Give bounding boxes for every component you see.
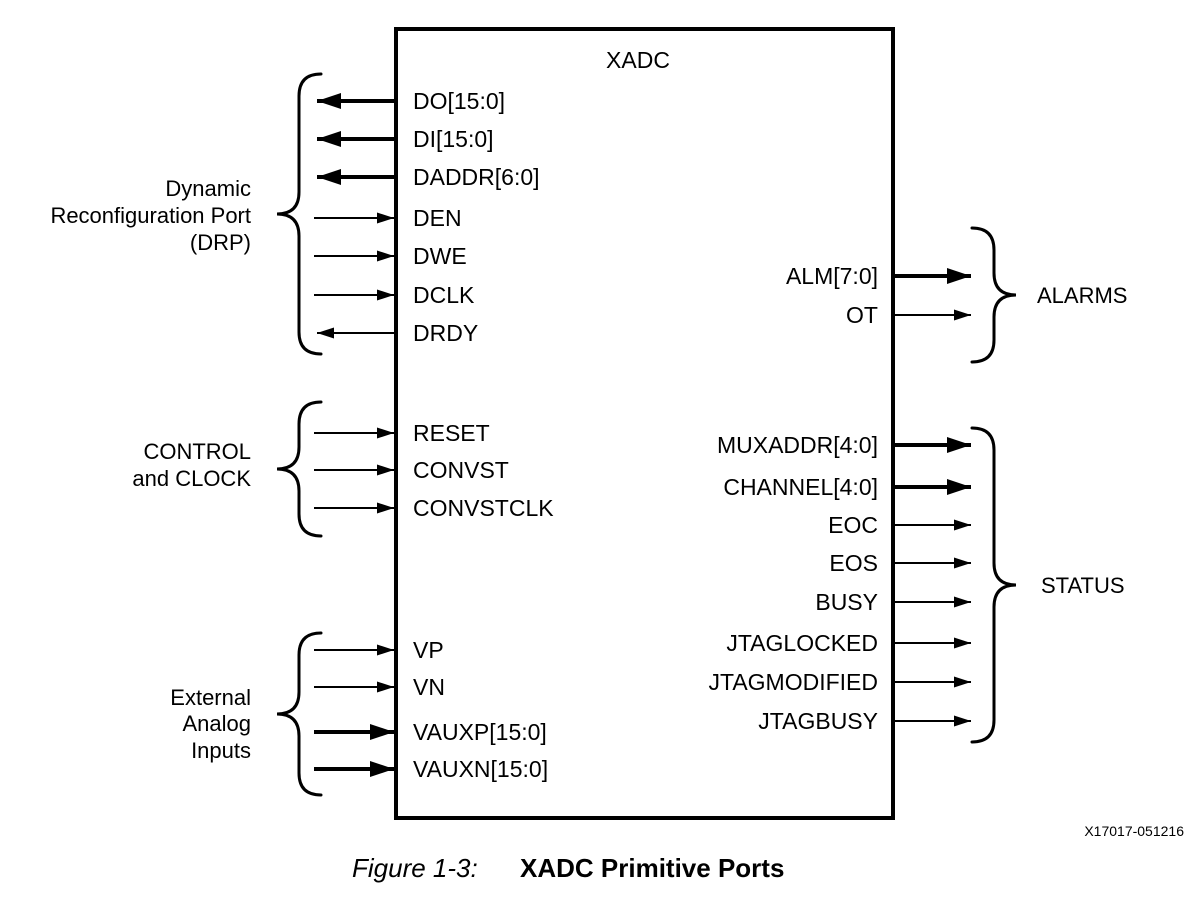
block-title: XADC bbox=[606, 47, 670, 73]
control-clock-group: CONTROL and CLOCK RESET CONVST CONVSTCLK bbox=[132, 400, 554, 538]
port-label-ot: OT bbox=[846, 302, 878, 328]
external-analog-group: External Analog Inputs VP VN VAUXP[15:0]… bbox=[170, 631, 548, 797]
drp-label-line2: Reconfiguration Port bbox=[50, 203, 251, 228]
port-label-vauxn: VAUXN[15:0] bbox=[413, 756, 548, 782]
port-label-vn: VN bbox=[413, 674, 445, 700]
doc-number: X17017-051216 bbox=[1084, 823, 1184, 839]
port-label-di: DI[15:0] bbox=[413, 126, 494, 152]
status-brace bbox=[970, 426, 1017, 744]
figure-caption: Figure 1-3: XADC Primitive Ports bbox=[352, 853, 784, 883]
port-label-busy: BUSY bbox=[815, 589, 878, 615]
port-label-jtagmodified: JTAGMODIFIED bbox=[708, 669, 878, 695]
alarms-brace bbox=[970, 226, 1017, 364]
port-label-dclk: DCLK bbox=[413, 282, 475, 308]
drp-label-line3: (DRP) bbox=[190, 230, 251, 255]
alarms-label: ALARMS bbox=[1037, 283, 1127, 308]
port-label-daddr: DADDR[6:0] bbox=[413, 164, 540, 190]
analog-label-line2: Analog bbox=[182, 711, 251, 736]
port-label-dwe: DWE bbox=[413, 243, 467, 269]
status-group: STATUS MUXADDR[4:0] CHANNEL[4:0] EOC EOS… bbox=[708, 426, 1125, 744]
port-label-vauxp: VAUXP[15:0] bbox=[413, 719, 547, 745]
analog-label-line3: Inputs bbox=[191, 738, 251, 763]
port-label-eoc: EOC bbox=[828, 512, 878, 538]
external-analog-brace bbox=[276, 631, 323, 797]
port-label-drdy: DRDY bbox=[413, 320, 478, 346]
port-label-den: DEN bbox=[413, 205, 462, 231]
port-label-reset: RESET bbox=[413, 420, 490, 446]
port-label-muxaddr: MUXADDR[4:0] bbox=[717, 432, 878, 458]
port-label-convst: CONVST bbox=[413, 457, 509, 483]
control-clock-brace bbox=[276, 400, 323, 538]
port-label-alm: ALM[7:0] bbox=[786, 263, 878, 289]
xadc-block-outline bbox=[394, 27, 895, 820]
drp-brace bbox=[276, 72, 323, 356]
port-label-do: DO[15:0] bbox=[413, 88, 505, 114]
drp-label-line1: Dynamic bbox=[165, 176, 251, 201]
figure-caption-title: XADC Primitive Ports bbox=[520, 853, 784, 883]
figure-caption-label: Figure 1-3: bbox=[352, 853, 478, 883]
port-label-jtagbusy: JTAGBUSY bbox=[758, 708, 878, 734]
port-label-eos: EOS bbox=[829, 550, 878, 576]
port-label-convstclk: CONVSTCLK bbox=[413, 495, 554, 521]
alarms-group: ALARMS ALM[7:0] OT bbox=[786, 226, 1127, 364]
control-label-line2: and CLOCK bbox=[132, 466, 251, 491]
port-label-channel: CHANNEL[4:0] bbox=[723, 474, 878, 500]
drp-group: Dynamic Reconfiguration Port (DRP) DO[15… bbox=[50, 72, 540, 356]
port-label-jtaglocked: JTAGLOCKED bbox=[726, 630, 878, 656]
analog-label-line1: External bbox=[170, 685, 251, 710]
status-label: STATUS bbox=[1041, 573, 1125, 598]
port-label-vp: VP bbox=[413, 637, 444, 663]
control-label-line1: CONTROL bbox=[143, 439, 251, 464]
